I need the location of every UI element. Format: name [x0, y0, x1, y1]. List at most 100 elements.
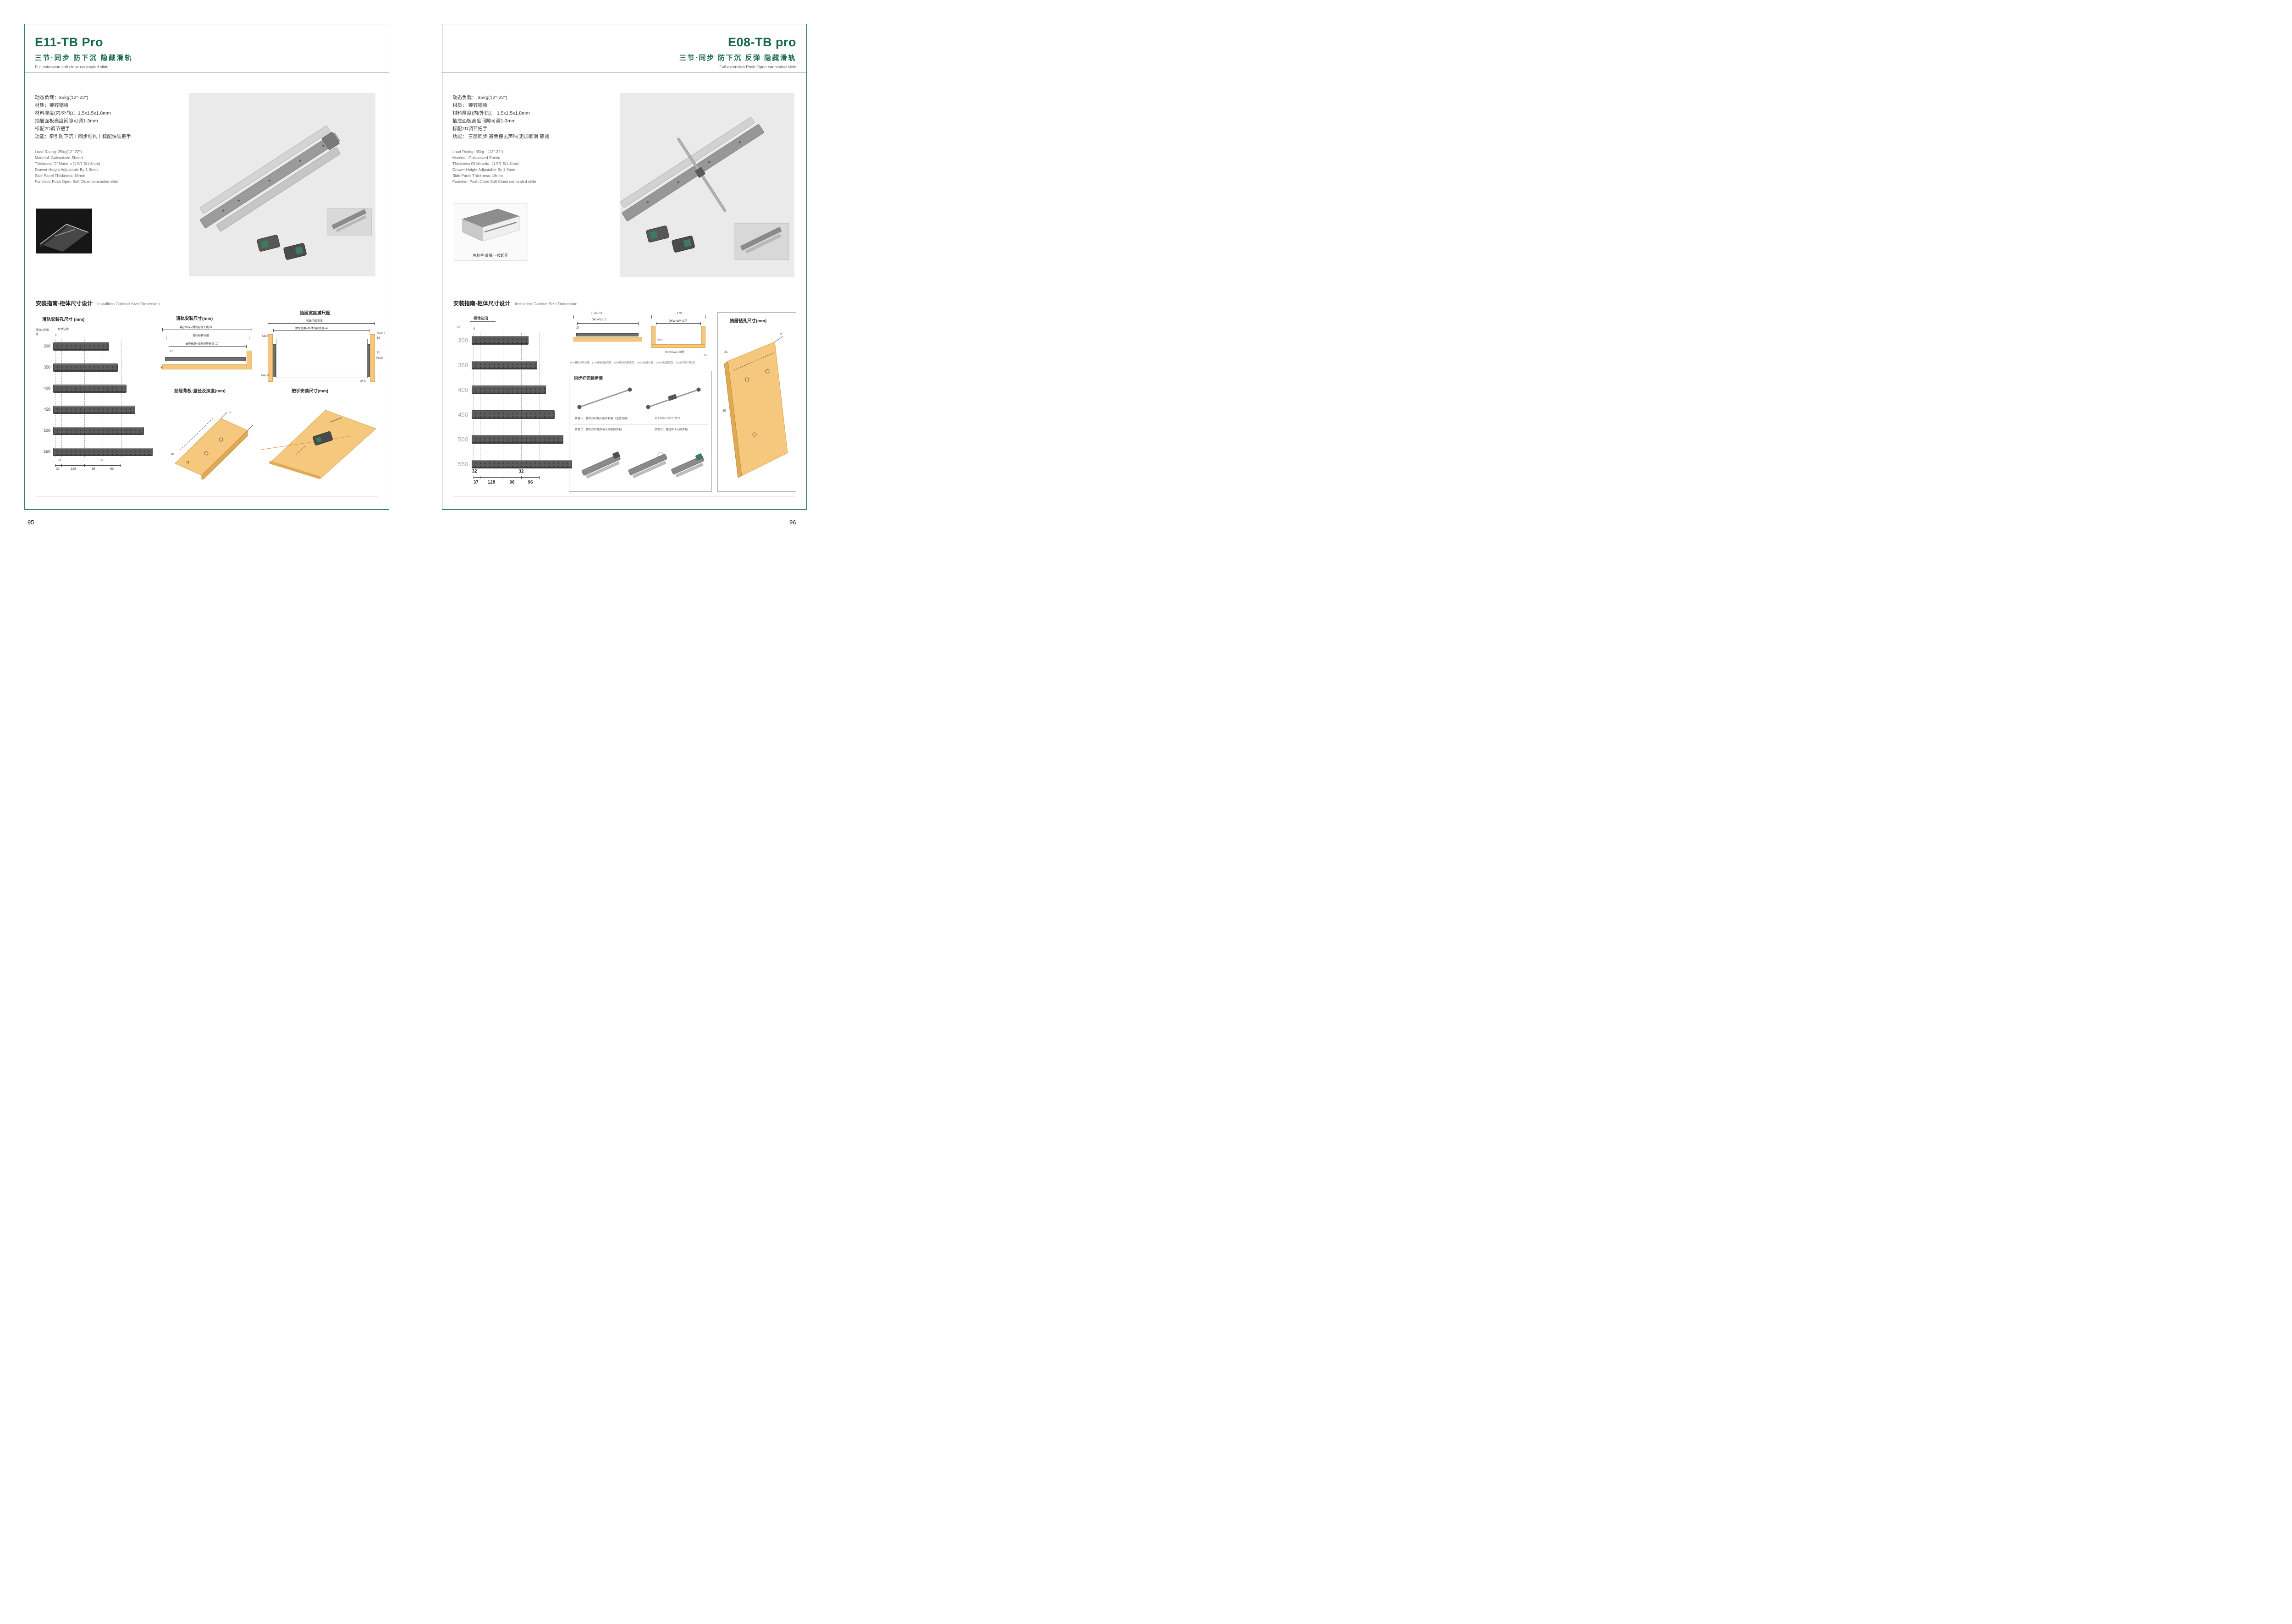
product-subtitle-cn: 三节·同步 防下沉 反弹 隐藏滑轨 — [679, 54, 796, 62]
dim-7: 7 — [780, 333, 782, 336]
dim-96: 96 — [92, 468, 95, 471]
size-label: 550 — [458, 461, 468, 468]
guide-line — [61, 340, 62, 457]
rail-drawing-450 — [472, 410, 555, 419]
rail-drawing-450 — [53, 406, 135, 414]
spec-line: 功能： 三层同步 避免撞击声响 更加顺滑 静谧 — [452, 134, 550, 139]
dim-10: 10 — [722, 409, 726, 413]
spec-line: Load Rating: 35kg(12"-22") — [35, 149, 82, 154]
box-divider — [573, 424, 708, 425]
main-product-photo — [189, 93, 375, 276]
spec-line: Material: Galvanized Sheed — [452, 155, 501, 160]
dim-label: DKL=NL-10 — [591, 319, 607, 321]
step1-caption: 步骤一：将同步杆插入同步杆柱（注意方向） — [575, 418, 630, 420]
dim-label: LT=NL+8 — [590, 312, 603, 315]
dim-11: 11 — [186, 461, 189, 464]
rail-drawing-500 — [472, 435, 563, 444]
specs-cn: 动态负载：35kg(12"-22") 材质：镀锌钢板 材料厚度(内/外轨)：1.… — [35, 94, 131, 141]
size-label: 450 — [43, 407, 50, 412]
dim-96: 96 — [110, 468, 114, 471]
photo-caption: 免拉手 反弹 一按即开 — [473, 253, 508, 258]
dim-line — [55, 464, 121, 467]
box-title: 抽屉钻孔尺寸(mm) — [730, 319, 767, 324]
handle-dimension-drawing: 把手安装尺寸(mm) — [261, 387, 381, 481]
spec-line: 材质：镀锌钢板 — [35, 103, 69, 108]
footer-divider — [36, 496, 378, 497]
dim-line — [169, 345, 247, 348]
step-note: 将卡扣锁入同步杆柱内 — [655, 417, 680, 420]
dim-37: 37 — [473, 480, 479, 485]
step3-caption: 步骤三：将组件卡入同步轴 — [655, 429, 688, 431]
dim-label: 抽屉长度=滑轨标称长度-10 — [184, 341, 220, 346]
rail-drawing-300 — [472, 336, 529, 345]
spec-line: Drawer Height Adjustable By 1-3mm — [35, 167, 98, 172]
legend: NL=滑轨标称长度 LT=柜体内部深度 LW=柜体内部宽度 DKL=抽屉长度 D… — [570, 362, 695, 364]
footer-divider — [453, 496, 795, 497]
install-title-cn: 安装指南-柜体尺寸设计 — [36, 300, 93, 307]
hole-dimension-chart: 滑轨安装孔尺寸 (mm) 滑轨标称长度 柜体边缘 9 300 350 400 4… — [36, 316, 164, 485]
step2-caption: 步骤二：将同步杆组件装入滑轨同步轴 — [575, 429, 622, 431]
dim-128: 128 — [487, 480, 496, 485]
dim-tick — [84, 464, 85, 467]
thumb-photo — [36, 209, 92, 253]
spec-line: Function: Push Open Soft Close concealed… — [452, 179, 536, 184]
main-product-photo — [620, 93, 794, 277]
dim-line — [577, 322, 639, 325]
rail-drawing-350 — [472, 361, 537, 369]
dim-32: 32 — [472, 469, 477, 474]
size-label: 400 — [43, 386, 50, 391]
dim-25: 25 — [704, 354, 707, 357]
install-title-en: Installtion Cabinet Size Dimension — [97, 302, 160, 306]
dim-96: 96 — [528, 480, 533, 485]
page-number-left: 95 — [28, 519, 34, 526]
dim-label: DKW=LW-42型 — [668, 319, 689, 323]
dim-37: 37 — [56, 468, 60, 471]
first-hole-dim: 9 — [55, 334, 57, 337]
rail-length-label: 滑轨标称长度 — [36, 329, 50, 336]
spec-line: 标配2D调节把手 — [35, 126, 70, 132]
sync-rod-illustration — [577, 387, 701, 409]
product-subtitle-cn: 三节·同步 防下沉 隐藏滑轨 — [35, 54, 133, 62]
size-label: 400 — [458, 386, 468, 393]
guide-line — [521, 333, 522, 467]
drawing-title: 抽屉背板·直径及深度(mm) — [174, 389, 226, 394]
rail-drawing-550 — [472, 460, 572, 468]
slide-rails-illustration — [199, 126, 372, 260]
dim-32: 32 — [58, 459, 61, 462]
cabinet-bottom — [651, 344, 705, 348]
size-label: 350 — [43, 365, 50, 369]
rail-drawing-300 — [53, 342, 109, 351]
product-subtitle-en: Full extension soft close concealed slid… — [35, 65, 109, 69]
back-panel-illustration: 7 11 10 — [171, 412, 253, 479]
size-label: 300 — [43, 344, 50, 348]
dim-max17: Max17 — [377, 332, 386, 335]
install-guide-title: 安装指南-柜体尺寸设计 Installtion Cabinet Size Dime… — [36, 299, 160, 307]
catalog-spread: E11-TB Pro 三节·同步 防下沉 隐藏滑轨 Full extension… — [0, 0, 830, 541]
dim-min36: Min36 — [376, 357, 384, 360]
first-hole-dim: 9 — [474, 328, 475, 330]
rail-left — [273, 344, 276, 377]
spec-line: 材料厚度(内/外轨)： 1.5x1.5x1.8mm — [452, 110, 530, 116]
page-number-right: 96 — [789, 519, 796, 526]
cabinet-back-panel — [247, 351, 252, 369]
dim-37: 37 — [576, 327, 579, 330]
dim-12: 12 — [377, 352, 380, 354]
thumb-photo: 免拉手 反弹 一按即开 — [454, 203, 528, 261]
product-title: E08-TB pro — [727, 35, 796, 49]
dim-128: 128 — [71, 468, 76, 471]
cabinet-side-left — [268, 334, 273, 382]
drawer-corner-illustration — [39, 224, 89, 252]
cabinet-bottom-panel — [573, 337, 642, 341]
spec-line: Side Panel Thickness: 16mm — [35, 173, 85, 178]
drill-illustration: 7 31 10 — [722, 333, 788, 478]
dim-37: 37 — [170, 350, 173, 353]
dim-label: 最小柜深=滑轨标称长度+8 — [179, 325, 213, 329]
size-label: 500 — [458, 436, 468, 443]
drawing-title: 抽屉宽度减尺图 — [300, 311, 331, 316]
size-label: 450 — [458, 411, 468, 418]
dim-max12: Max12 — [261, 374, 270, 377]
page-right: E08-TB pro 三节·同步 防下沉 反弹 隐藏滑轨 Full extens… — [442, 24, 807, 510]
cabinet-depth-diagram: LT=NL+8 DKL=NL-10 37 L.W DKW=LW-42型 4mm … — [569, 312, 711, 366]
dim-96: 96 — [509, 480, 515, 485]
